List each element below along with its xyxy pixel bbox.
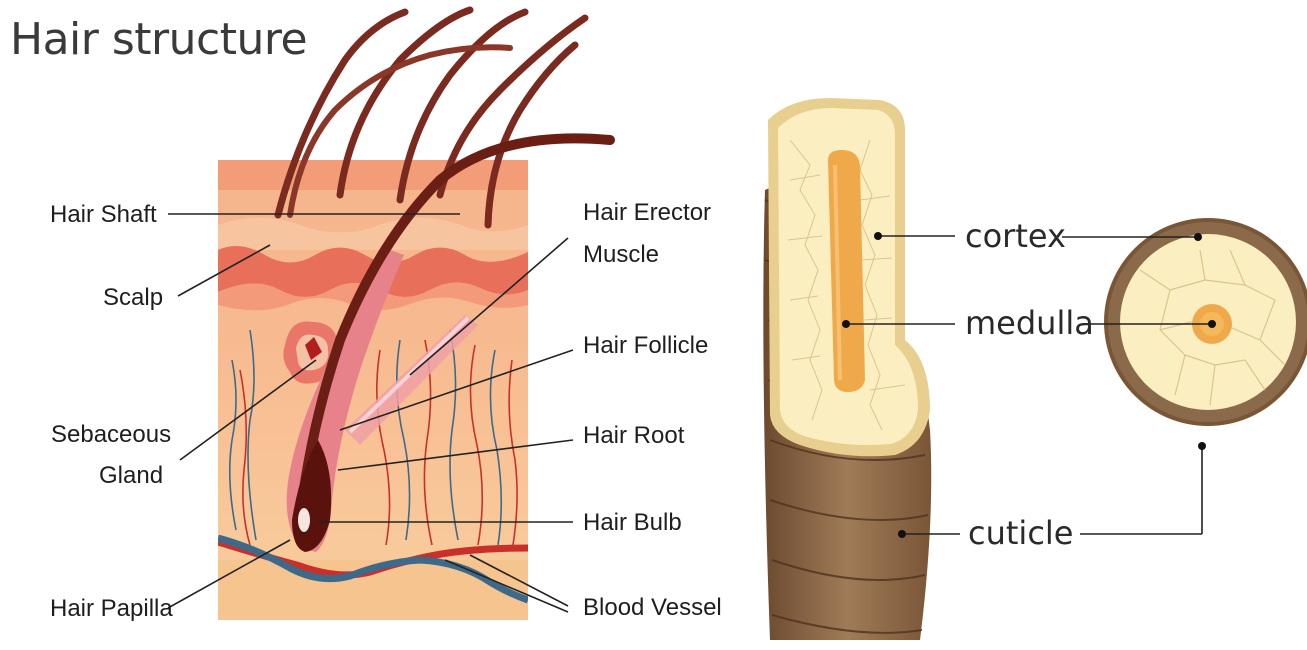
label-hair-bulb: Hair Bulb bbox=[583, 508, 682, 538]
label-sebaceous-line1: Sebaceous bbox=[51, 420, 171, 450]
label-sebaceous-line2: Gland bbox=[99, 461, 163, 491]
label-hair-papilla: Hair Papilla bbox=[50, 594, 173, 624]
diagram-title: Hair structure bbox=[10, 14, 307, 65]
label-blood-vessel: Blood Vessel bbox=[583, 593, 722, 623]
label-medulla: medulla bbox=[965, 303, 1094, 343]
label-hair-shaft: Hair Shaft bbox=[50, 200, 157, 230]
label-cortex: cortex bbox=[965, 216, 1066, 256]
epidermis-top bbox=[218, 160, 528, 190]
label-hair-root: Hair Root bbox=[583, 421, 684, 451]
label-hair-follicle: Hair Follicle bbox=[583, 331, 708, 361]
label-hair-erector-line1: Hair Erector bbox=[583, 198, 711, 228]
skin-section bbox=[218, 160, 528, 620]
label-cuticle: cuticle bbox=[968, 513, 1073, 553]
hair-strand-3d bbox=[763, 98, 931, 640]
hair-papilla bbox=[298, 508, 310, 532]
label-hair-erector-line2: Muscle bbox=[583, 240, 659, 270]
label-scalp: Scalp bbox=[103, 283, 163, 313]
hair-cross-section bbox=[1104, 218, 1307, 426]
